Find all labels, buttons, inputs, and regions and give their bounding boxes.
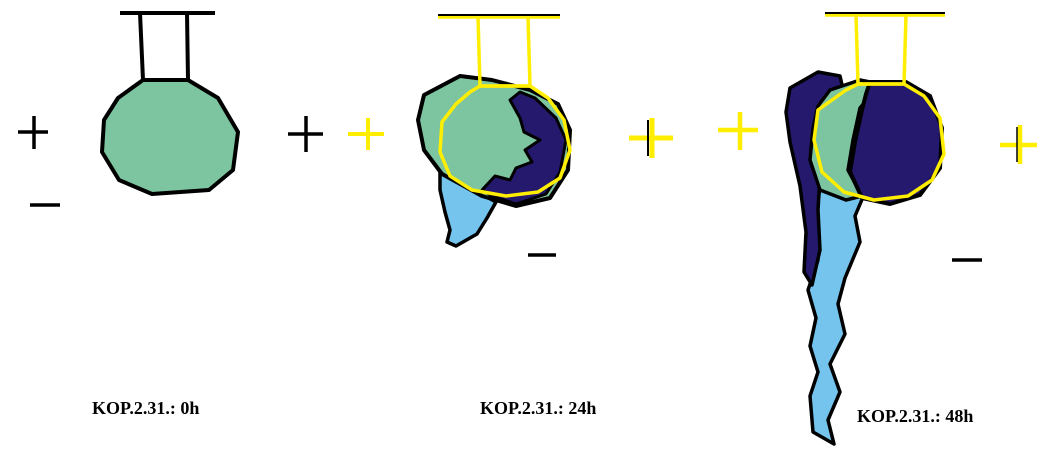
panel-24h xyxy=(288,14,572,257)
caption-24h: KOP.2.31.: 24h xyxy=(480,398,596,418)
caption-48h: KOP.2.31.: 48h xyxy=(857,406,973,426)
plus-sign-left-0h xyxy=(18,116,48,149)
plus-sign-yellow-right-48h xyxy=(1000,125,1037,164)
plus-sign-yellow-black-between xyxy=(629,118,673,158)
flask-neck-0h xyxy=(120,11,215,82)
panel-48h xyxy=(784,12,1037,446)
overlay-yellow-48h xyxy=(812,13,946,202)
overlay-yellow-24h xyxy=(438,15,572,198)
body-green-0h xyxy=(100,78,240,196)
caption-0h: KOP.2.31.: 0h xyxy=(92,398,199,418)
plus-sign-yellow-left-48h xyxy=(718,112,758,150)
panel-0h xyxy=(18,11,240,207)
plus-sign-black-24h xyxy=(288,116,323,152)
plus-sign-yellow-24h xyxy=(348,118,384,150)
region-darkblue-main-48h xyxy=(848,80,944,206)
